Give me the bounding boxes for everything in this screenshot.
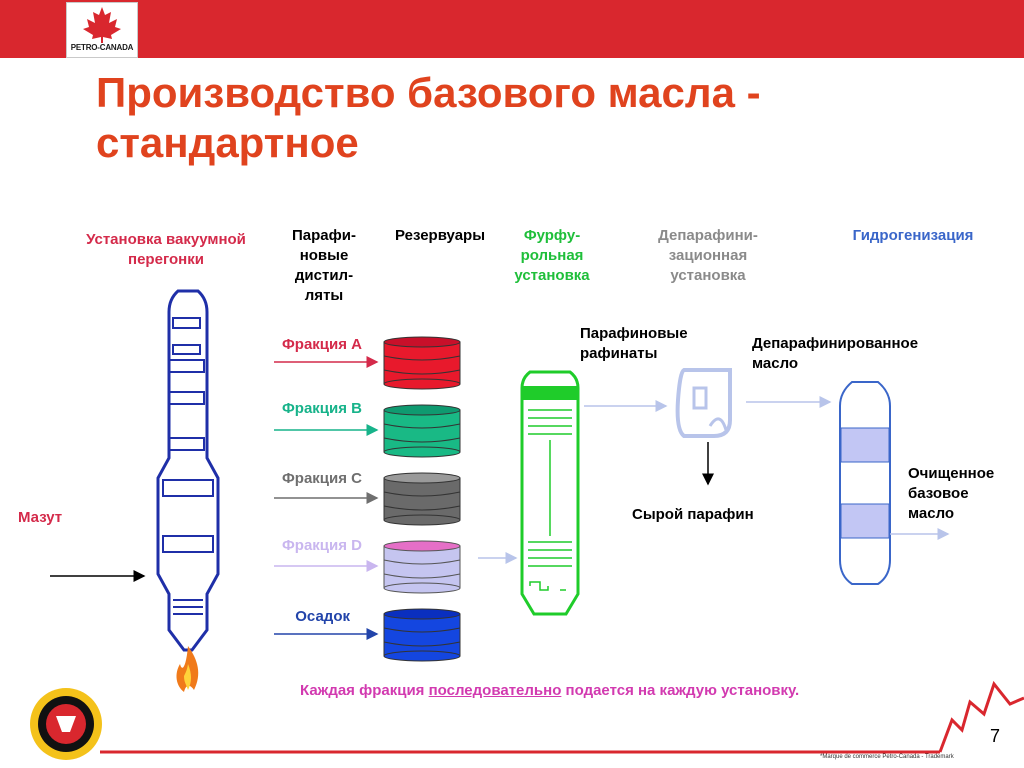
furfural-column <box>520 370 580 616</box>
flame-icon <box>176 646 199 692</box>
maple-leaf-icon <box>83 7 121 43</box>
page-number: 7 <box>990 726 1001 746</box>
dewaxing-unit <box>675 368 732 438</box>
dewaxing-unit-label: Депарафини-зационная установка <box>658 227 758 284</box>
vacuum-unit-label: Установка вакуумной перегонки <box>86 231 246 268</box>
fraction-b-label: Фракция В <box>281 400 362 417</box>
note-text-after: подается на каждую установку. <box>561 682 800 699</box>
paraffin-distillates-label: Парафи-новые дистил-ляты <box>292 227 356 304</box>
note-text-before: Каждая фракция <box>300 682 429 699</box>
fraction-a-label: Фракция А <box>281 336 362 353</box>
tank-sediment <box>383 608 461 662</box>
paraffin-raffinates-label: Парафиновые рафинаты <box>580 325 688 362</box>
fraction-d-label: Фракция D <box>281 537 362 554</box>
performance-seal-icon <box>30 688 102 760</box>
reservoirs-label: Резервуары <box>394 227 486 244</box>
fraction-c-label: Фракция С <box>281 470 362 487</box>
hydrogenation-reactor <box>839 381 891 585</box>
dewaxed-oil-label: Депарафинированное масло <box>752 335 919 372</box>
footer-maple-outline <box>938 680 1024 753</box>
furfural-unit-label: Фурфу-рольная установка <box>514 227 590 284</box>
tank-fraction-b <box>383 404 461 458</box>
tank-fraction-d <box>383 540 461 594</box>
refined-base-oil-label: Очищенное базовое масло <box>908 465 995 522</box>
header-bar <box>0 0 1024 58</box>
page-title: Производство базового масла - стандартно… <box>96 69 761 166</box>
process-note: Каждая фракция последовательно подается … <box>300 682 1000 699</box>
trademark-note: *Marque de commerce Petro-Canada - Trade… <box>820 754 954 760</box>
note-text-underlined: последовательно <box>428 682 562 699</box>
vacuum-column <box>156 289 220 652</box>
tank-fraction-c <box>383 472 461 526</box>
logo-wordmark: PETRO-CANADA <box>70 43 134 52</box>
petro-canada-logo: PETRO-CANADA <box>66 2 138 58</box>
mazut-label: Мазут <box>18 509 63 526</box>
sediment-label: Осадок <box>295 608 350 625</box>
hydrogenation-label: Гидрогенизация <box>852 227 974 244</box>
raw-paraffin-label: Сырой парафин <box>632 506 754 523</box>
tank-fraction-a <box>383 336 461 390</box>
